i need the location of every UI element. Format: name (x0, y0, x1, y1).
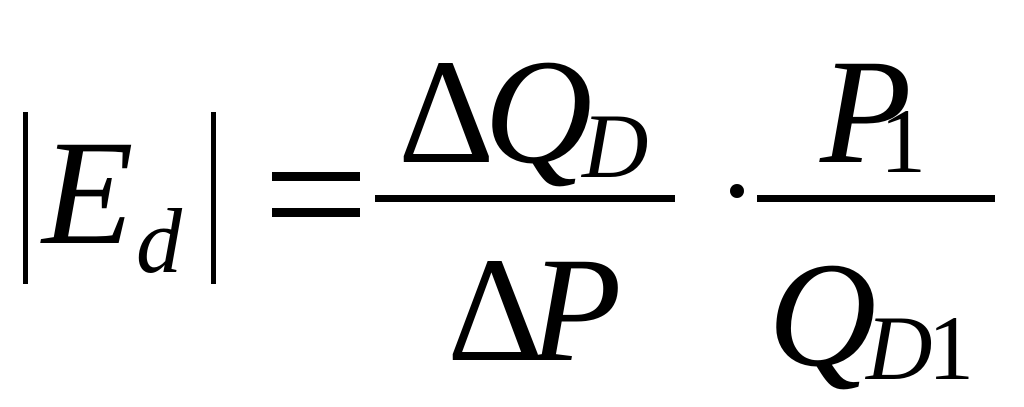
quantity-subscript-digit-denominator: 1 (928, 297, 974, 399)
absolute-value-bar-left (23, 112, 28, 284)
quantity-symbol-numerator: Q (484, 29, 593, 195)
fraction-bar-1 (375, 195, 675, 202)
quantity-subscript-letter-denominator: D (866, 297, 933, 399)
quantity-symbol-denominator: Q (768, 232, 877, 398)
equals-sign-bottom-stroke (272, 208, 360, 217)
delta-symbol-numerator: Δ (398, 29, 495, 195)
price-subscript-numerator: 1 (880, 90, 926, 192)
delta-symbol-denominator: Δ (447, 227, 544, 393)
price-symbol-denominator: P (530, 227, 622, 393)
multiplication-dot (730, 184, 744, 198)
quantity-subscript-numerator: D (582, 95, 649, 197)
price-symbol-numerator: P (820, 29, 912, 195)
elasticity-symbol: E (42, 110, 134, 276)
absolute-value-bar-right (211, 112, 216, 284)
equals-sign-top-stroke (272, 172, 360, 181)
fraction-bar-2 (757, 195, 995, 202)
elasticity-subscript: d (136, 190, 182, 292)
